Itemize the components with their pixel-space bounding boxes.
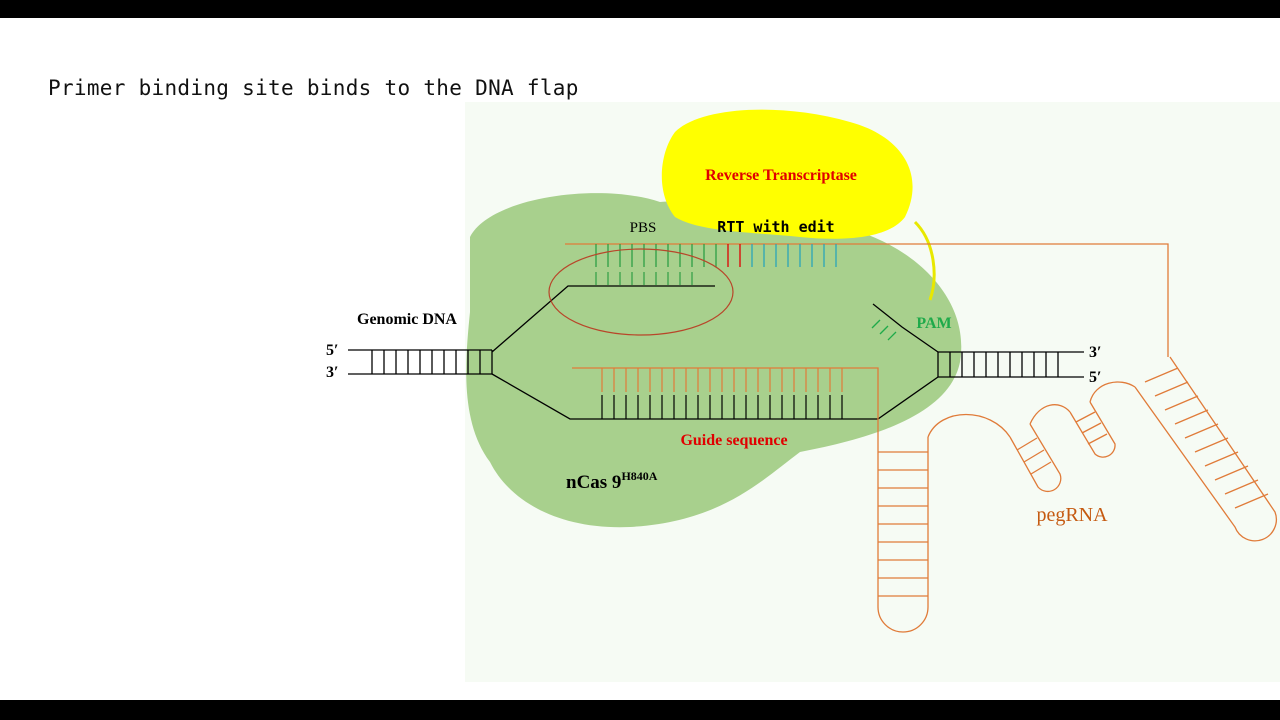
right-bottom-end-label: 5′ — [1089, 369, 1102, 386]
ncas9-superscript: H840A — [621, 469, 657, 483]
ncas9-label: nCas 9H840A — [566, 469, 658, 493]
dna-flap-strand — [491, 285, 715, 353]
guide-sequence-label: Guide sequence — [680, 432, 787, 449]
left-bottom-end-label: 3′ — [326, 364, 339, 381]
reverse-transcriptase-label: Reverse Transcriptase — [705, 167, 857, 184]
left-dna-duplex — [348, 349, 493, 375]
reverse-transcriptase-body — [661, 109, 913, 239]
pbs-label: PBS — [630, 220, 657, 236]
rtt-with-edit-label: RTT with edit — [717, 218, 834, 236]
target-dna-rungs — [601, 395, 843, 419]
pbs-highlight-ellipse — [548, 248, 734, 336]
pam-label: PAM — [916, 315, 951, 332]
edit-rungs — [727, 244, 741, 267]
left-top-end-label: 5′ — [326, 342, 339, 359]
pegrna-top-strand — [565, 243, 1169, 357]
genomic-dna-label: Genomic DNA — [357, 311, 457, 328]
pegrna-scaffold — [877, 356, 1278, 633]
ncas9-name: nCas 9 — [566, 472, 621, 493]
rtt-rungs — [751, 244, 837, 267]
pam-strand — [871, 303, 939, 353]
right-dna-duplex — [937, 351, 1084, 378]
pegrna-label: pegRNA — [1036, 504, 1108, 526]
prime-editing-diagram: Reverse Transcriptase PBS RTT with edit … — [326, 102, 1280, 682]
rt-linker — [913, 220, 936, 301]
guide-rna-rungs — [601, 368, 843, 392]
target-dna-strand — [491, 373, 939, 420]
ncas9-body — [466, 193, 962, 528]
right-top-end-label: 3′ — [1089, 344, 1102, 361]
flap-rungs — [595, 272, 693, 285]
slide-title: Primer binding site binds to the DNA fla… — [48, 76, 579, 100]
